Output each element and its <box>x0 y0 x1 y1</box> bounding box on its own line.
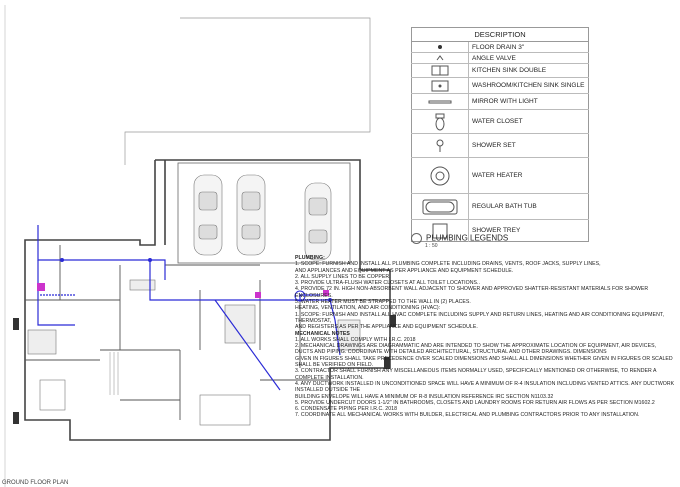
water-heater <box>294 290 306 302</box>
site-boundary <box>124 17 371 165</box>
legend-label: WASHROOM/KITCHEN SINK SINGLE <box>468 77 589 94</box>
note-line: 7. COORDINATE ALL MECHANICAL WORKS WITH … <box>295 412 640 419</box>
bed-3 <box>337 319 361 351</box>
legend-label: SHOWER SET <box>468 133 589 158</box>
water-heater-icon <box>411 157 469 194</box>
fixture-magenta-2 <box>255 292 261 298</box>
garage <box>177 162 351 264</box>
garage-cars <box>193 174 332 261</box>
kitchen-sink-double-icon <box>411 63 469 78</box>
plumbing-fixtures <box>37 258 332 302</box>
shower-tray-icon <box>411 219 469 242</box>
legend-label: REGULAR BATH TUB <box>468 193 589 220</box>
kitchen-island <box>129 279 156 291</box>
car-1 <box>193 174 223 256</box>
exterior-walls <box>24 159 391 441</box>
note-line: 2. ALL SUPPLY LINES TO BE COPPER. <box>295 273 391 280</box>
note-line: HEATING, VENTILATION, AND AIR CONDITIONI… <box>295 305 441 312</box>
dining-table <box>199 394 251 426</box>
legend-label: WATER HEATER <box>468 157 589 194</box>
sofa <box>39 379 66 411</box>
legend-label: WATER CLOSET <box>468 109 589 134</box>
note-line: AND REGISTERS AS PER THE APPLIANCE AND E… <box>295 324 478 331</box>
fixture-magenta-1 <box>37 283 45 291</box>
shower-set-icon <box>411 133 469 158</box>
legend-label: FLOOR DRAIN 3" <box>468 41 589 53</box>
note-line: 3. CONTRACTOR SHALL FURNISH ANY MISCELLA… <box>295 368 657 381</box>
note-line: AND APPLIANCES AND EQUIPMENT AS PER APPL… <box>295 267 514 274</box>
fixture-magenta-3 <box>323 290 329 296</box>
stairs <box>109 352 119 395</box>
note-line: 4. PROVIDE 72 IN. HIGH NON-ABSORBENT WAL… <box>295 286 649 299</box>
legend-header: DESCRIPTION <box>411 27 589 42</box>
note-line: 1. ALL WORKS SHALL COMPLY WITH I.R.C. 20… <box>295 336 416 343</box>
note-line: 1. SCOPE: FURNISH AND INSTALL ALL HVAC C… <box>295 311 664 324</box>
angle-valve-icon <box>411 52 469 64</box>
mechanical-heading: MECHANICAL NOTES <box>295 330 350 337</box>
legend-label: MIRROR WITH LIGHT <box>468 93 589 110</box>
note-line: GIVEN IN FIGURES SHALL TAKE PRECEDENCE O… <box>295 355 673 369</box>
sink-single-icon <box>411 77 469 94</box>
car-3 <box>304 182 332 261</box>
drawing-title: GROUND FLOOR PLAN <box>2 480 69 486</box>
bed-1 <box>27 329 57 355</box>
furniture <box>27 279 361 426</box>
bath-tub-icon <box>411 193 469 220</box>
floor-drain <box>60 258 64 262</box>
legend-label: SHOWER TREY <box>468 219 589 242</box>
legend-scale: 1 : 50 <box>425 243 438 249</box>
legend-title: PLUMBING LEGENDS <box>411 233 508 244</box>
plumbing-heading: PLUMBING: <box>295 255 325 261</box>
ground-floor-plan <box>4 5 396 487</box>
note-line: 2. MECHANICAL DRAWINGS ARE DIAGRAMMATIC … <box>295 343 657 356</box>
note-line: 4. ANY DUCTWORK INSTALLED IN UNCONDITION… <box>295 380 675 394</box>
legend-title-text: PLUMBING LEGENDS <box>426 233 509 243</box>
note-line: 6. CONDENSATE PIPING PER I.R.C. 2018 <box>295 406 398 413</box>
legend-label: ANGLE VALVE <box>468 52 589 64</box>
mirror-light-icon <box>411 93 469 110</box>
floor-drain-icon <box>411 41 469 53</box>
car-2 <box>236 174 266 256</box>
legend-title-circle-icon <box>411 233 422 244</box>
general-notes: PLUMBING: 1. SCOPE: FURNISH AND INSTALL … <box>295 255 675 419</box>
plumbing-pipes <box>37 225 341 391</box>
legend-label: KITCHEN SINK DOUBLE <box>468 63 589 78</box>
note-line: BUILDING ENVELOPE WILL HAVE A MINIMUM OF… <box>295 393 554 400</box>
note-line: 3. PROVIDE ULTRA-FLUSH WATER CLOSETS AT … <box>295 280 480 287</box>
note-line: 1. SCOPE: FURNISH AND INSTALL ALL PLUMBI… <box>295 261 601 268</box>
plumbing-legend-table: DESCRIPTION FLOOR DRAIN 3" ANGLE VALVE K… <box>411 27 589 242</box>
note-line: 5. WATER HEATER MUST BE STRAPPED TO THE … <box>295 299 471 306</box>
note-line: 5. PROVIDE UNDERCUT DOORS 1-1/2" IN BATH… <box>295 399 655 406</box>
water-closet-icon <box>411 109 469 134</box>
ac-units <box>13 315 396 424</box>
bed-2 <box>224 304 256 344</box>
